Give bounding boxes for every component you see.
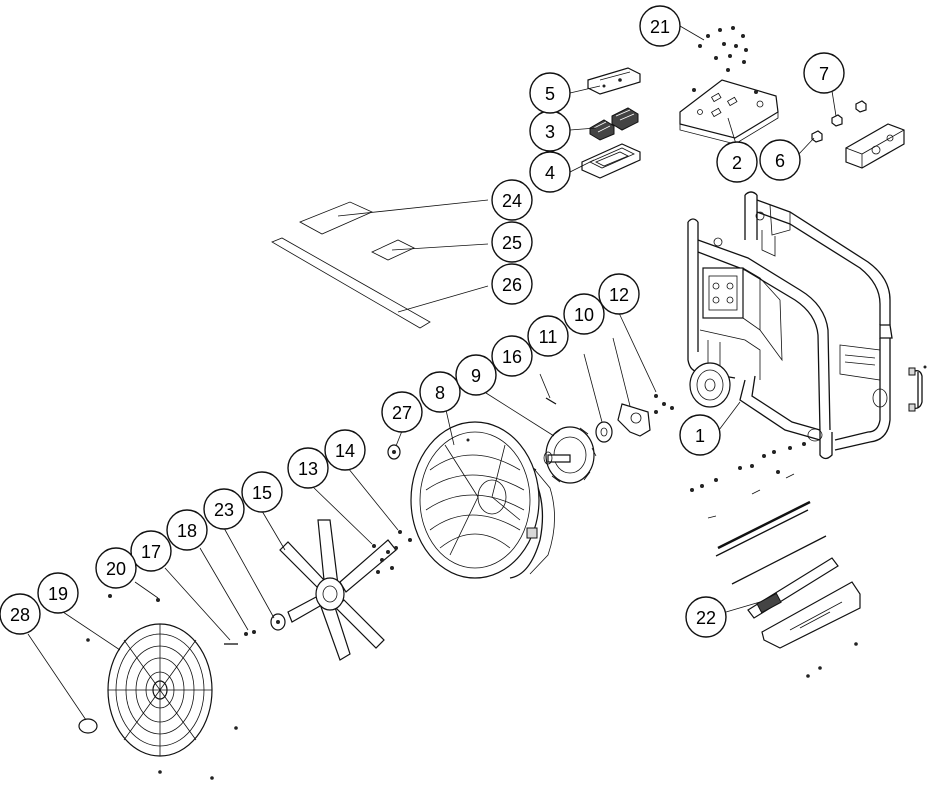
callout-14: 14 [324,429,366,471]
callout-13: 13 [287,447,329,489]
callout-16-label: 16 [502,347,522,367]
callout-17: 17 [130,530,172,572]
callout-10: 10 [563,293,605,335]
callout-16: 16 [491,335,533,377]
callout-11-label: 11 [539,327,558,347]
part-frame [687,191,893,460]
part-box-7 [831,100,905,169]
callout-10-label: 10 [574,305,594,325]
part-rail-hardware [690,442,806,519]
part-hardware-17-18-20 [108,594,256,645]
callout-8-label: 8 [435,383,445,403]
part-motor [543,426,597,484]
part-cover-4 [581,143,641,179]
callout-3-label: 3 [545,122,555,142]
callout-14-label: 14 [335,441,355,461]
callout-21-label: 21 [650,17,670,37]
callout-23: 23 [203,488,245,530]
callout-15: 15 [241,471,283,513]
callout-7: 7 [803,52,845,94]
callout-20: 20 [95,547,137,589]
callout-2: 2 [716,141,758,183]
callout-5-label: 5 [545,84,555,104]
part-badge-28 [78,718,98,734]
callout-5: 5 [529,72,571,114]
callout-12-label: 12 [609,285,629,305]
callout-19-label: 19 [48,584,68,604]
callout-4-label: 4 [545,163,555,183]
part-key-16 [545,397,557,405]
part-hardware-13-14 [372,530,412,574]
callout-23-label: 23 [214,500,234,520]
part-shroud [410,421,555,579]
part-bracket-10 [617,403,651,437]
callout-11: 11 [527,315,569,357]
callout-24-label: 24 [502,191,522,211]
callout-26: 26 [491,263,533,305]
part-side-handle [908,365,927,412]
callout-18-label: 18 [177,521,197,541]
callout-18: 18 [166,509,208,551]
callout-1-label: 1 [695,426,705,446]
part-front-grille [86,623,238,780]
part-label-26 [271,237,431,329]
callout-15-label: 15 [252,483,272,503]
callout-9: 9 [455,354,497,396]
part-hub-23 [270,613,286,631]
callout-21: 21 [639,5,681,47]
callout-22-label: 22 [696,608,716,628]
callout-9-label: 9 [471,366,481,386]
callout-12: 12 [598,273,640,315]
part-label-25 [371,239,415,261]
part-nut-27 [387,444,401,460]
callout-6: 6 [759,139,801,181]
part-connector-6 [811,130,823,143]
part-switch-3 [589,107,639,141]
callout-28-label: 28 [10,605,30,625]
callout-4: 4 [529,151,571,193]
callout-3: 3 [529,110,571,152]
callout-20-label: 20 [106,559,126,579]
callout-1: 1 [679,414,721,456]
callout-25-label: 25 [502,233,522,253]
callout-22: 22 [685,596,727,638]
part-bolts-12 [654,394,674,414]
part-mounting-plate [679,79,779,145]
callout-25: 25 [491,221,533,263]
part-control-plate-5 [587,67,641,95]
callout-27: 27 [381,391,423,433]
part-propeller [279,519,397,661]
callout-17-label: 17 [141,542,161,562]
part-washer-11 [595,421,613,443]
callout-27-label: 27 [392,403,412,423]
callout-13-label: 13 [298,459,318,479]
part-screws-21 [692,26,758,94]
shroud-grille-lines [425,444,525,556]
part-label-24 [299,201,373,235]
callout-28: 28 [0,593,41,635]
callout-19: 19 [37,572,79,614]
callout-26-label: 26 [502,275,522,295]
callout-7-label: 7 [819,64,829,84]
callout-24: 24 [491,179,533,221]
callout-2-label: 2 [732,153,742,173]
part-rail-assembly [715,500,861,678]
callout-8: 8 [419,371,461,413]
leader-lines [27,25,837,721]
callout-6-label: 6 [775,151,785,171]
